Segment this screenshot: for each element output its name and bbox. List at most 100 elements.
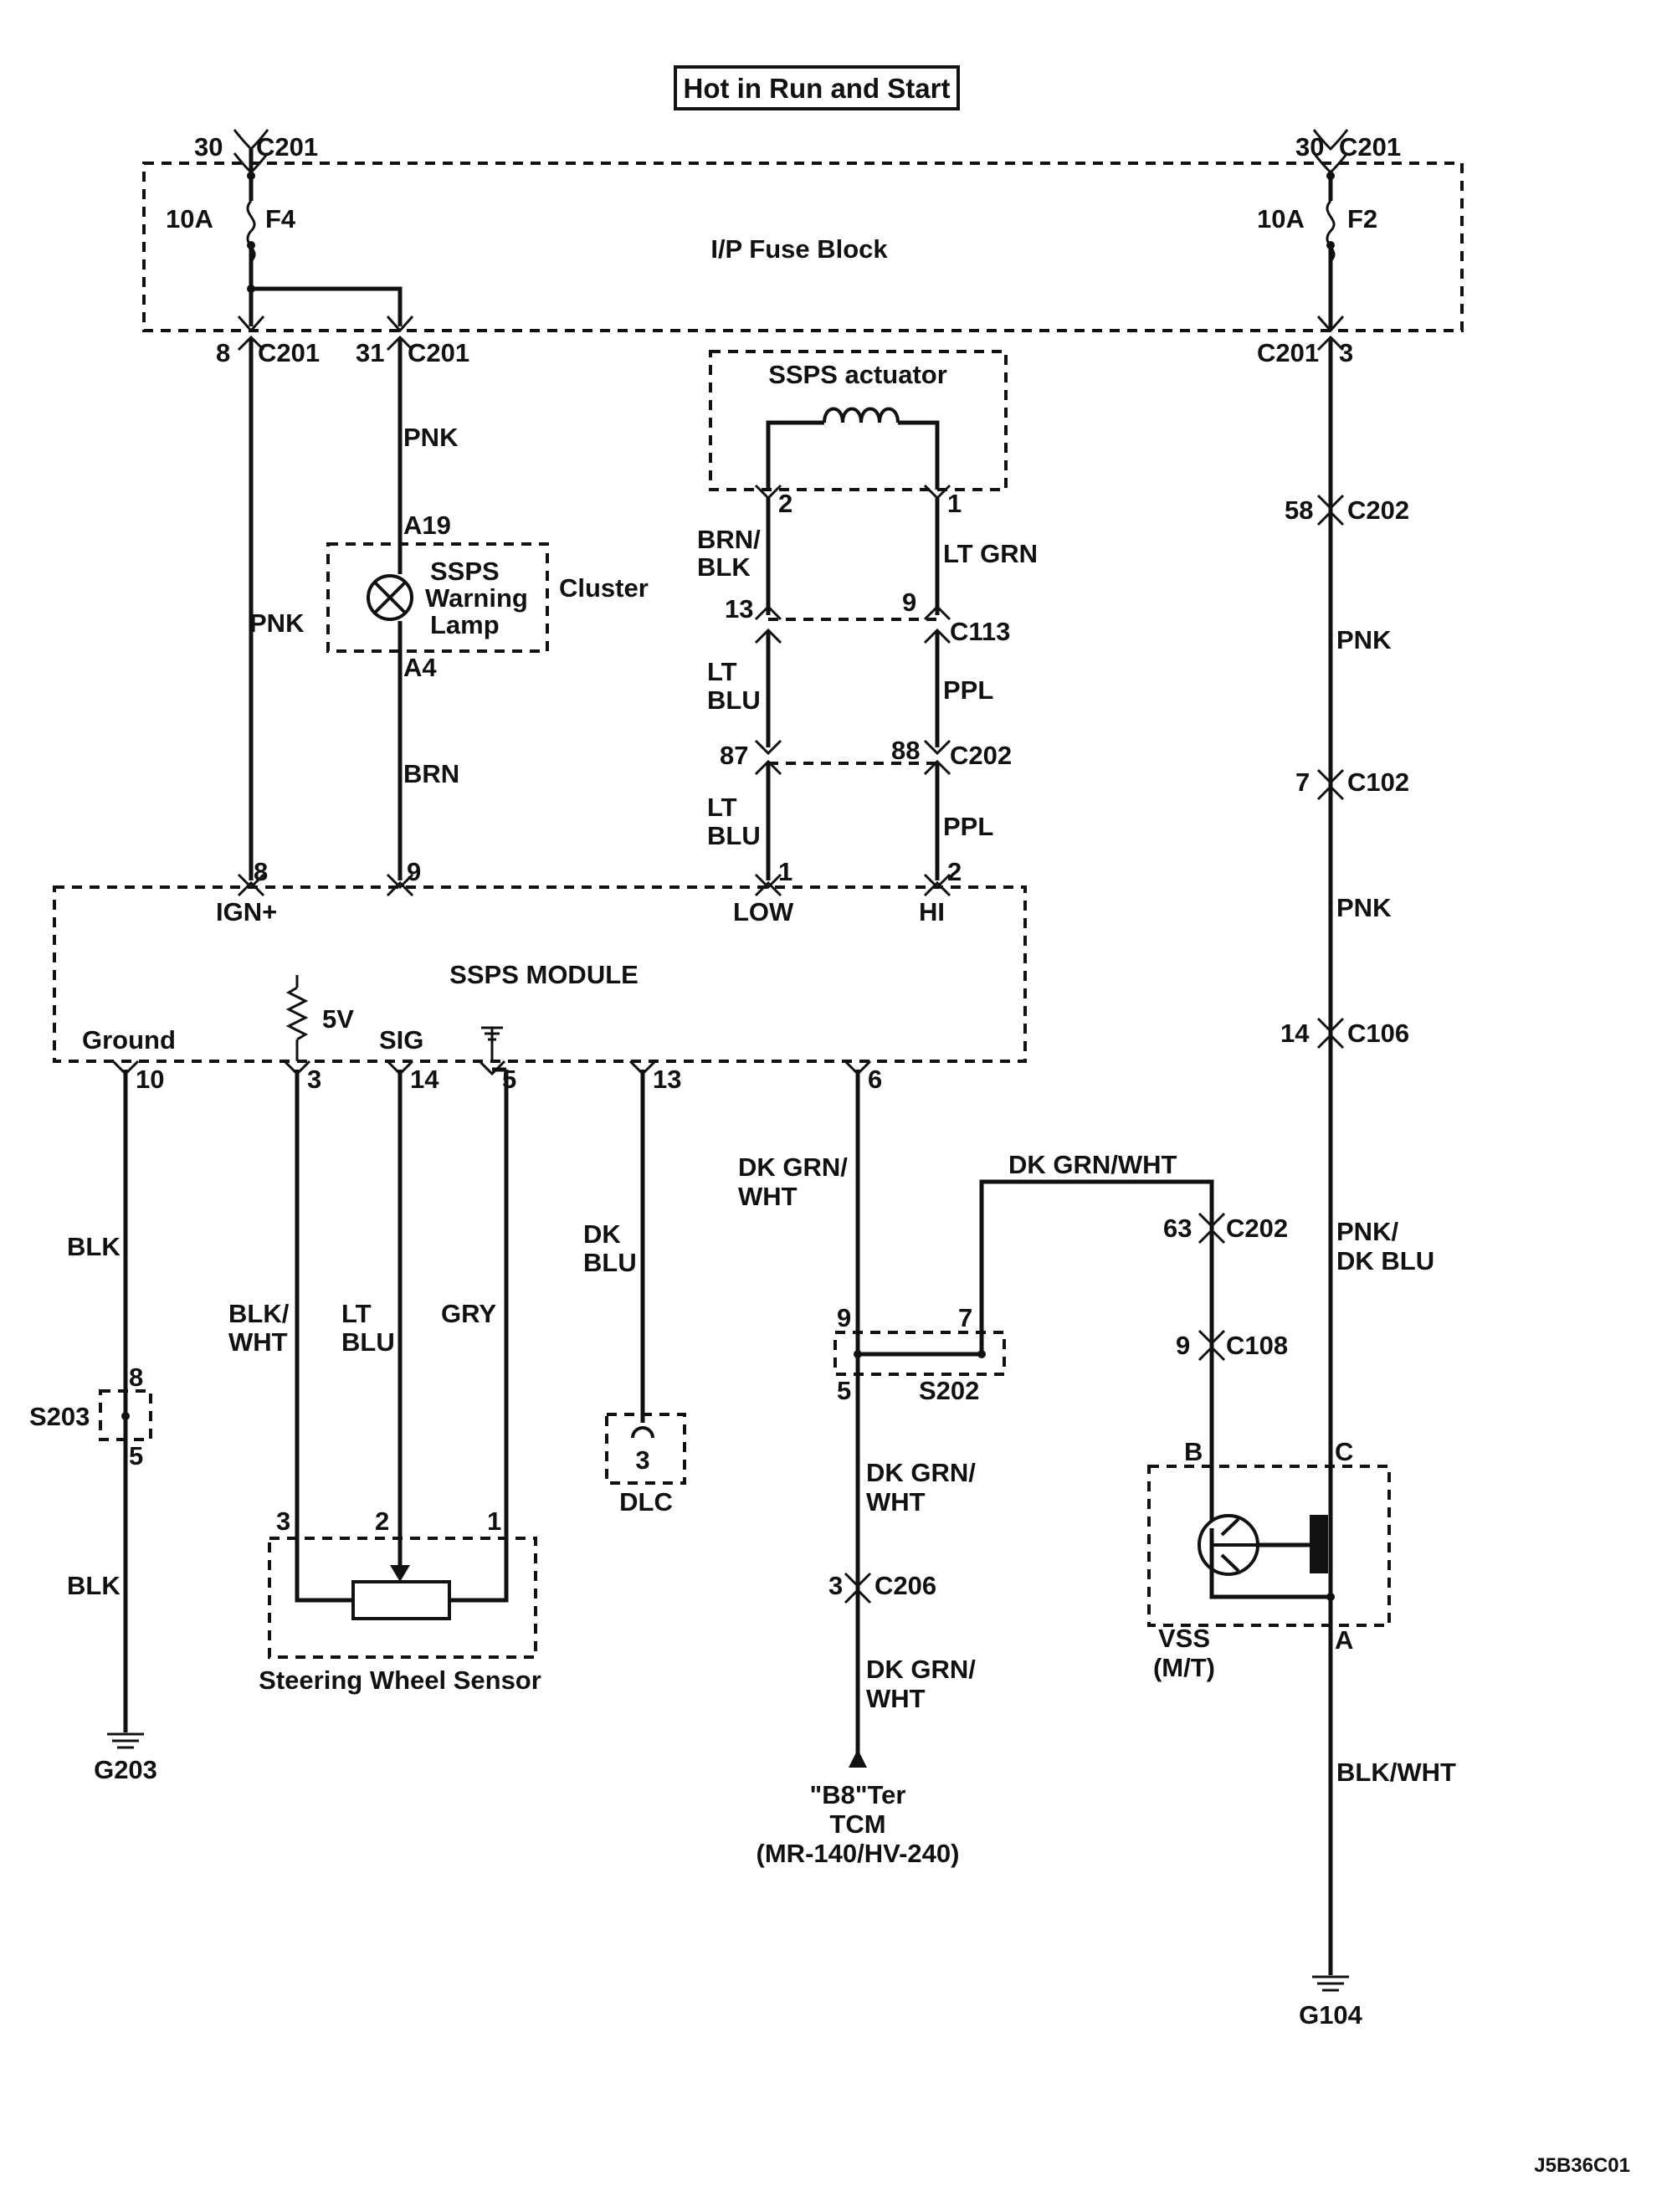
sensor-pin3: 3 bbox=[276, 1506, 290, 1536]
actuator-pin1: 1 bbox=[947, 489, 962, 518]
blkwht-line1: BLK/ bbox=[228, 1299, 290, 1328]
fuse-f4 bbox=[233, 129, 269, 289]
dkgrnwht-b1: DK GRN/ bbox=[866, 1458, 976, 1487]
wire-pnk-ign-label: PNK bbox=[249, 608, 305, 638]
pnk-r2: PNK bbox=[1336, 893, 1392, 922]
ltblus-line1: LT bbox=[341, 1299, 372, 1328]
vss-label-2: (M/T) bbox=[1153, 1653, 1215, 1682]
fuse-block-label: I/P Fuse Block bbox=[710, 234, 888, 264]
c108-label: C108 bbox=[1226, 1331, 1288, 1360]
actuator-pin2: 2 bbox=[778, 489, 792, 518]
fuse-f2 bbox=[1312, 129, 1349, 331]
tcm-line1: "B8"Ter bbox=[810, 1780, 906, 1809]
c202-label: C202 bbox=[950, 741, 1012, 770]
tcm-line2: TCM bbox=[829, 1809, 885, 1839]
brnblk-line2: BLK bbox=[697, 552, 751, 582]
s202-pin5: 5 bbox=[837, 1376, 851, 1405]
c102-pin: 7 bbox=[1295, 767, 1310, 797]
module-pin2: 2 bbox=[947, 857, 962, 886]
vss-sensor-coil-icon bbox=[1258, 1515, 1328, 1573]
module-pin8-label: IGN+ bbox=[216, 897, 277, 926]
s202-label: S202 bbox=[919, 1376, 979, 1405]
f4-pin-in: 30 bbox=[194, 132, 223, 162]
lamp-line1: SSPS bbox=[430, 557, 500, 586]
c113-pin9: 9 bbox=[902, 588, 916, 617]
f4-connector-in: C201 bbox=[256, 132, 318, 162]
f2-pin-in: 30 bbox=[1295, 132, 1324, 162]
blk-label-2: BLK bbox=[67, 1571, 121, 1600]
g104-label: G104 bbox=[1299, 2000, 1363, 2030]
module-pin14: 14 bbox=[410, 1065, 439, 1094]
module-pin9: 9 bbox=[407, 857, 421, 886]
pnk-r1: PNK bbox=[1336, 625, 1392, 654]
c206-label: C206 bbox=[874, 1571, 936, 1600]
ppl1-label: PPL bbox=[943, 675, 993, 705]
dkblu-line2: BLU bbox=[583, 1248, 637, 1277]
c202-58-pin: 58 bbox=[1285, 495, 1313, 525]
module-pin13: 13 bbox=[653, 1065, 681, 1094]
c202b-label: C202 bbox=[1226, 1214, 1288, 1243]
actuator-coil-icon bbox=[766, 407, 940, 490]
actuator-label: SSPS actuator bbox=[768, 360, 947, 389]
c113-label: C113 bbox=[950, 617, 1010, 646]
s203-splice-box bbox=[99, 1389, 152, 1441]
wire-f4-branch bbox=[251, 286, 403, 326]
dkgrnwht-c2: WHT bbox=[866, 1684, 926, 1713]
dkblu-line1: DK bbox=[583, 1219, 621, 1249]
potentiometer-icon bbox=[295, 1565, 509, 1620]
actuator-box bbox=[709, 350, 1008, 491]
c201-pin31-connector: C201 bbox=[408, 338, 469, 367]
module-pin3: 3 bbox=[307, 1065, 321, 1094]
c201-pin8: 8 bbox=[216, 338, 230, 367]
dkgrnwht-b2: WHT bbox=[866, 1487, 926, 1517]
g203-label: G203 bbox=[94, 1755, 157, 1784]
module-pin1-label: LOW bbox=[733, 897, 794, 926]
c202-58-label: C202 bbox=[1347, 495, 1409, 525]
module-sig-label: SIG bbox=[379, 1025, 423, 1055]
cluster-pin-a19: A19 bbox=[403, 511, 451, 540]
header-box bbox=[674, 65, 960, 110]
s203-label: S203 bbox=[29, 1402, 90, 1431]
ssps-module-label: SSPS MODULE bbox=[449, 960, 639, 989]
module-pin6: 6 bbox=[868, 1065, 882, 1094]
c106-label: C106 bbox=[1347, 1019, 1409, 1048]
module-ground-label: Ground bbox=[82, 1025, 176, 1055]
pnkdkblu-line1: PNK/ bbox=[1336, 1217, 1398, 1246]
warning-lamp-icon bbox=[367, 574, 413, 621]
c206-pin: 3 bbox=[828, 1571, 843, 1600]
c102-label: C102 bbox=[1347, 767, 1409, 797]
ltblu1-line1: LT bbox=[707, 657, 737, 686]
dkgrnwht-a2: WHT bbox=[738, 1182, 798, 1211]
c202b-pin: 63 bbox=[1163, 1214, 1192, 1243]
ground-g203-icon bbox=[107, 1732, 144, 1749]
fuse-block-box bbox=[142, 162, 1464, 332]
dkgrnwht-c1: DK GRN/ bbox=[866, 1655, 976, 1684]
blk-label-1: BLK bbox=[67, 1232, 121, 1261]
f2-connector-in: C201 bbox=[1339, 132, 1401, 162]
vss-label-1: VSS bbox=[1158, 1624, 1210, 1653]
s202-pin7: 7 bbox=[958, 1303, 972, 1332]
f2-rating: 10A bbox=[1257, 204, 1305, 234]
tcm-line3: (MR-140/HV-240) bbox=[757, 1839, 960, 1868]
lamp-line3: Lamp bbox=[430, 610, 500, 639]
ltblus-line2: BLU bbox=[341, 1327, 395, 1357]
c202-pin87: 87 bbox=[720, 741, 748, 770]
f4-rating: 10A bbox=[166, 204, 213, 234]
sensor-pin2: 2 bbox=[375, 1506, 389, 1536]
module-5v-label: 5V bbox=[322, 1004, 354, 1034]
dkgrnwht-a1: DK GRN/ bbox=[738, 1152, 848, 1182]
c108-pin: 9 bbox=[1176, 1331, 1190, 1360]
cluster-pin-a4: A4 bbox=[403, 653, 437, 682]
c202-pin88: 88 bbox=[891, 736, 920, 765]
module-pin10: 10 bbox=[136, 1065, 164, 1094]
wire-brn-label: BRN bbox=[403, 759, 459, 788]
figure-code: J5B36C01 bbox=[1534, 2154, 1630, 2177]
ltblu2-line2: BLU bbox=[707, 821, 761, 850]
ltblu1-line2: BLU bbox=[707, 685, 761, 715]
wire-pnk-lamp-label: PNK bbox=[403, 423, 459, 452]
vss-pin-a: A bbox=[1335, 1625, 1353, 1655]
sensor-label: Steering Wheel Sensor bbox=[259, 1665, 541, 1695]
internal-ground-icon bbox=[481, 1026, 503, 1061]
tcm-terminal-icon bbox=[849, 1749, 867, 1768]
